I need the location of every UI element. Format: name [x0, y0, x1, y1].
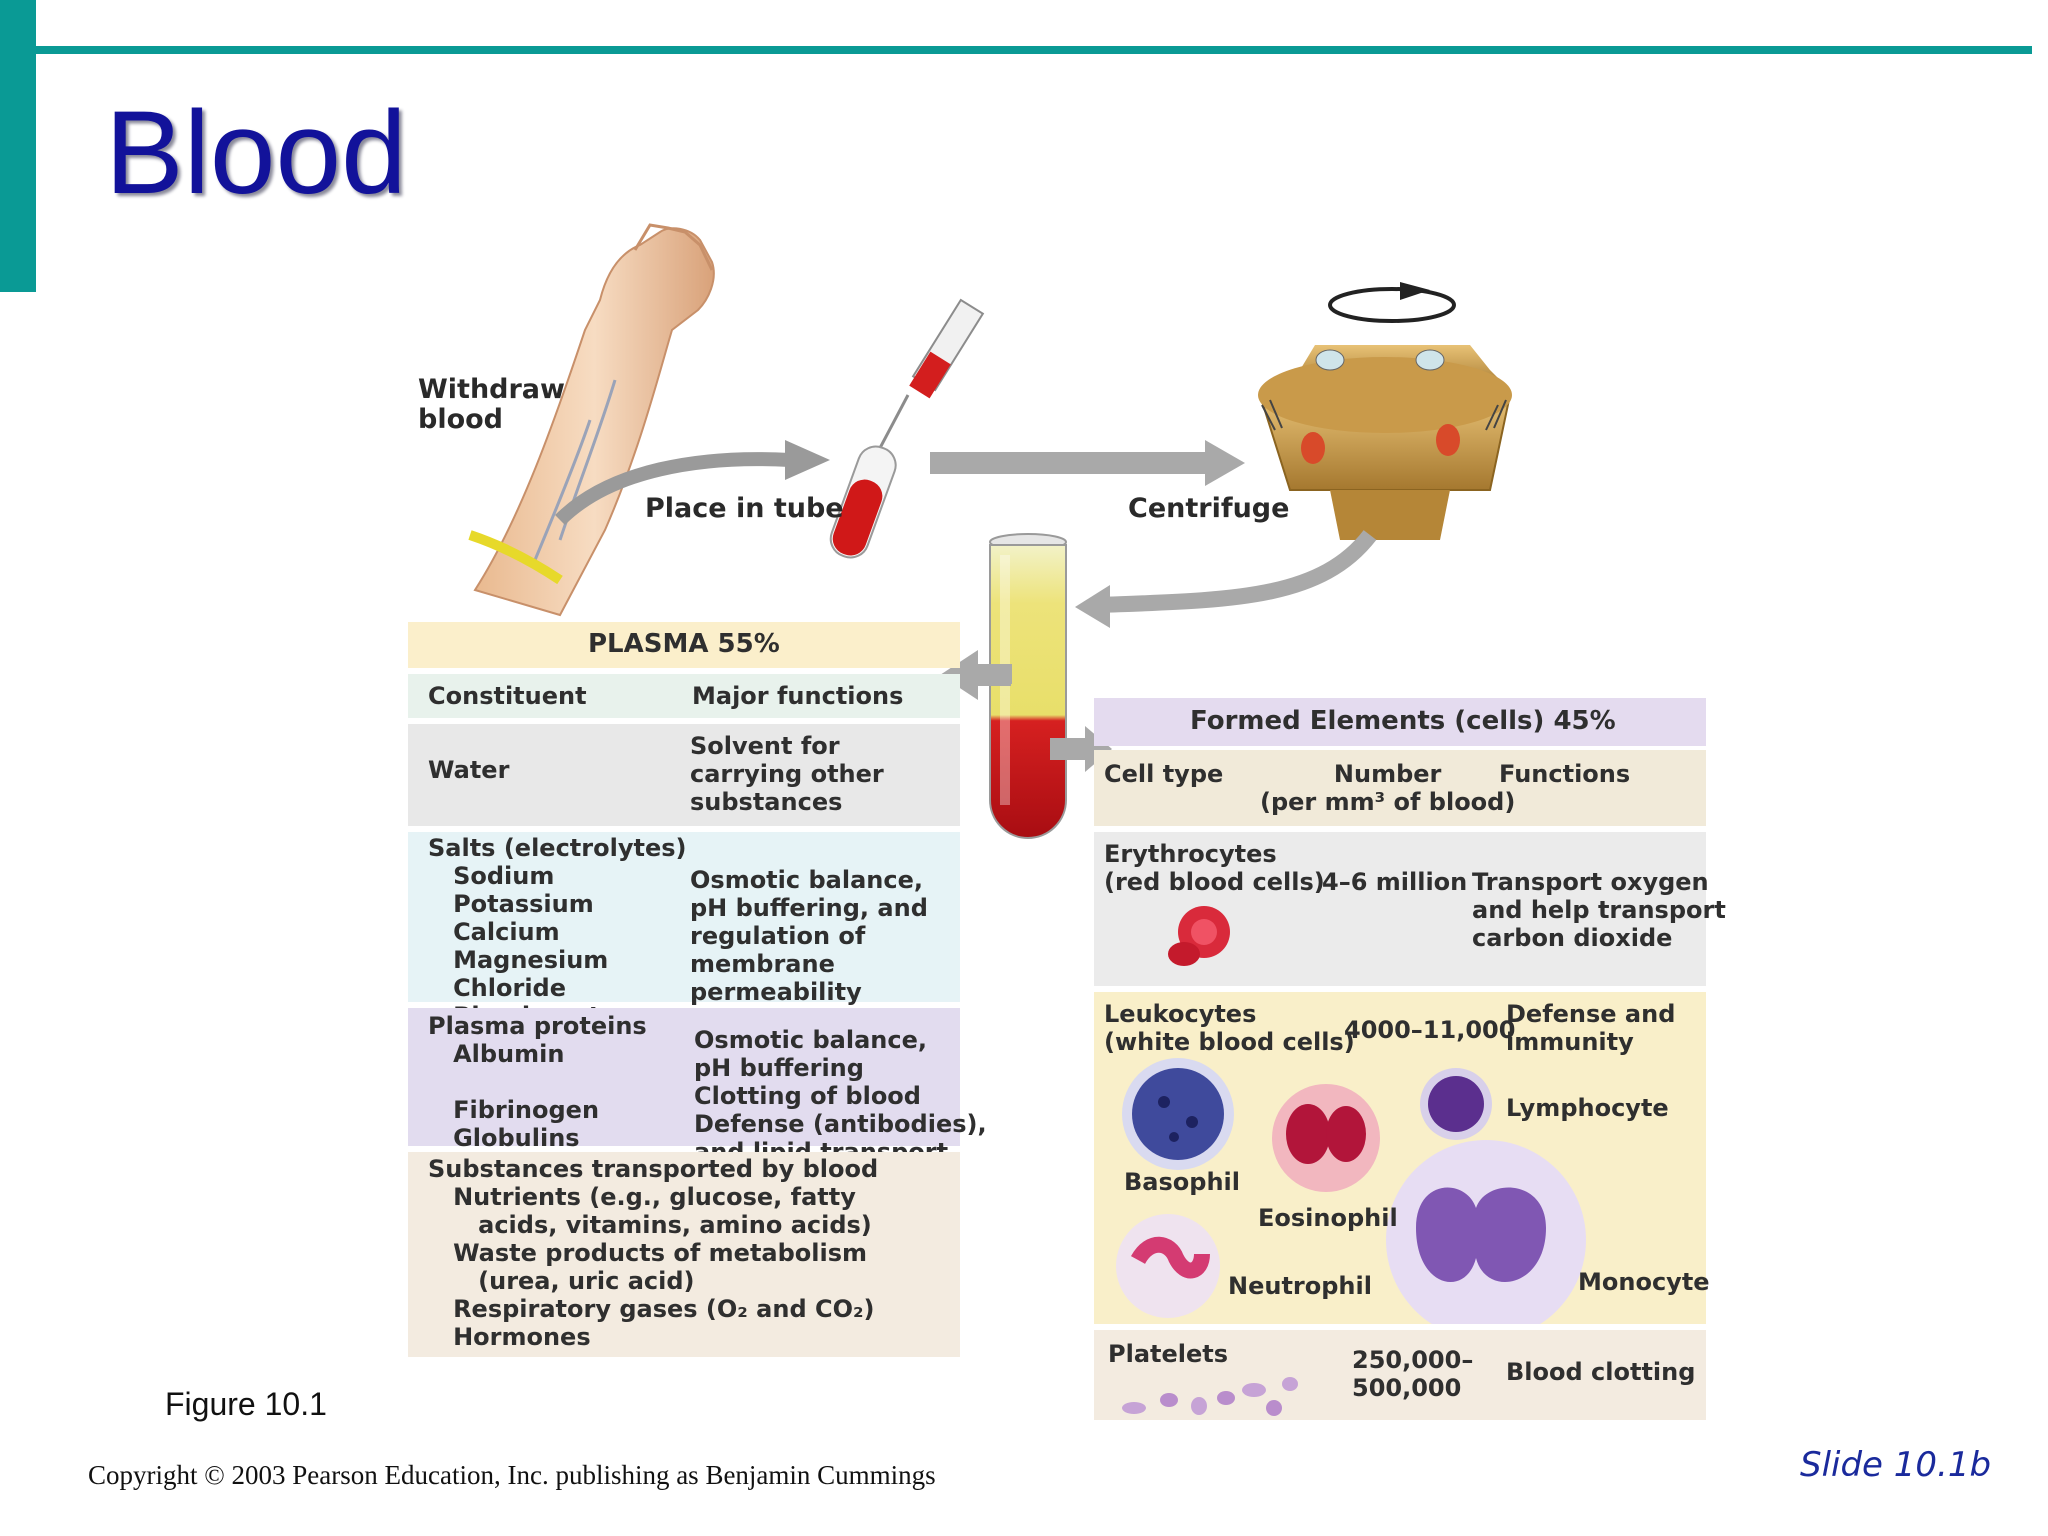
blood-process-illustration: [468, 223, 1512, 839]
platelets-type: Platelets: [1108, 1340, 1229, 1368]
platelets-number: 250,000– 500,000: [1352, 1346, 1474, 1402]
formed-header-functions: Functions: [1499, 760, 1631, 788]
formed-elements-table: Formed Elements (cells) 45% Cell type Nu…: [1094, 698, 1726, 1424]
leukocyte-cells-illustration: [1116, 1058, 1586, 1324]
salts-functions: Osmotic balance, pH buffering, and regul…: [690, 866, 928, 1006]
plasma-row-substances: [408, 1152, 960, 1357]
eosinophil-label: Eosinophil: [1258, 1204, 1398, 1232]
monocyte-label: Monocyte: [1578, 1268, 1710, 1296]
figure-label: Figure 10.1: [165, 1386, 327, 1422]
slide-number: Slide 10.1b: [1800, 1445, 1992, 1485]
plasma-row-salts: [408, 832, 960, 1002]
plasma-title: PLASMA 55%: [588, 629, 780, 659]
withdraw-blood-label: Withdraw blood: [418, 374, 565, 435]
accent-bar-vertical: [0, 0, 36, 292]
formed-header-row: [1094, 750, 1706, 826]
slide-title: Blood: [105, 87, 407, 219]
proteins-constituent: Plasma proteins Albumin Fibrinogen Globu…: [428, 1012, 647, 1152]
leukocytes-number: 4000–11,000: [1344, 1016, 1516, 1044]
basophil-label: Basophil: [1124, 1168, 1240, 1196]
erythrocyte-cell-illustration: [1168, 906, 1230, 966]
plasma-row-water: [408, 724, 960, 826]
leukocytes-type: Leukocytes (white blood cells): [1104, 1000, 1355, 1056]
platelets-functions: Blood clotting: [1506, 1358, 1696, 1386]
water-constituent: Water: [428, 756, 510, 784]
formed-title: Formed Elements (cells) 45%: [1190, 706, 1616, 736]
plasma-row-proteins: [408, 1008, 960, 1146]
salts-constituent: Salts (electrolytes) Sodium Potassium Ca…: [428, 834, 687, 1030]
water-functions: Solvent for carrying other substances: [690, 732, 884, 816]
plasma-header-row: [408, 674, 960, 718]
plasma-table: PLASMA 55% Constituent Major functions W…: [408, 622, 987, 1424]
neutrophil-label: Neutrophil: [1228, 1272, 1372, 1300]
test-tube-illustration: [829, 445, 897, 559]
proteins-functions: Osmotic balance, pH buffering Clotting o…: [694, 1026, 987, 1166]
erythrocytes-number: 4–6 million: [1322, 868, 1468, 896]
platelets-illustration: [1122, 1377, 1298, 1416]
formed-title-bar: [1094, 698, 1706, 746]
accent-bar-horizontal: [36, 46, 2032, 54]
formed-header-cell-type: Cell type: [1104, 760, 1224, 788]
formed-header-number: Number (per mm³ of blood): [1260, 760, 1516, 816]
plasma-title-bar: [408, 622, 960, 668]
lymphocyte-label: Lymphocyte: [1506, 1094, 1669, 1122]
leukocytes-functions: Defense and immunity: [1506, 1000, 1676, 1056]
centrifuge-label: Centrifuge: [1128, 493, 1290, 524]
syringe-illustration: [878, 298, 985, 449]
arm-illustration: [468, 223, 715, 617]
centrifuge-illustration: [1258, 282, 1512, 540]
place-in-tube-label: Place in tube: [645, 493, 844, 524]
copyright-text: Copyright © 2003 Pearson Education, Inc.…: [88, 1460, 936, 1490]
plasma-header-constituent: Constituent: [428, 682, 587, 710]
erythrocytes-functions: Transport oxygen and help transport carb…: [1472, 868, 1726, 952]
erythrocytes-type: Erythrocytes (red blood cells): [1104, 840, 1325, 896]
substances-constituent: Substances transported by blood Nutrient…: [428, 1155, 879, 1351]
plasma-header-functions: Major functions: [692, 682, 904, 710]
